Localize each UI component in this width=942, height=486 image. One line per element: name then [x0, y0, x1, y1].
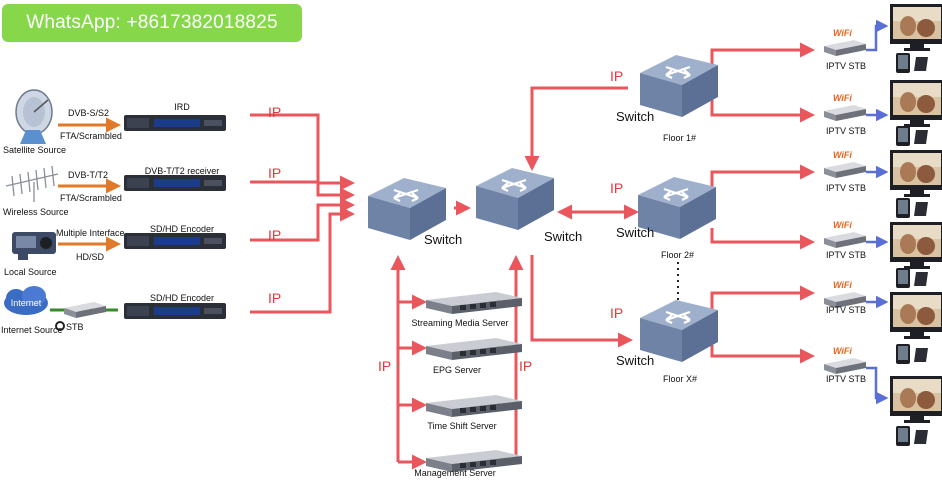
stb-label: IPTV STB — [826, 126, 867, 136]
wifi-icon: WiFi — [833, 280, 852, 290]
floor-label: Floor X# — [663, 374, 698, 384]
internet-cloud-icon — [4, 286, 48, 315]
source-top-label: DVB-S/S2 — [68, 108, 110, 118]
core-switch-right — [474, 166, 556, 232]
tablet-phone-icon — [896, 426, 928, 446]
source-bottom-label: HD/SD — [76, 252, 105, 262]
iptv-stb-icon — [824, 162, 866, 178]
source-bottom-label: FTA/Scrambled — [60, 131, 122, 141]
floor-1-switch — [638, 53, 720, 119]
source-bottom-label: STB — [66, 322, 84, 332]
tablet-phone-icon — [896, 53, 928, 73]
switch-label: Switch — [544, 229, 583, 244]
server-label: Time Shift Server — [427, 421, 497, 431]
tablet-phone-icon — [896, 268, 928, 288]
wifi-icon: WiFi — [833, 150, 852, 160]
streaming-server-icon — [426, 292, 522, 314]
tv-icon — [890, 150, 942, 197]
device-label: IRD — [174, 102, 190, 112]
internet-stb-icon — [64, 302, 106, 318]
dvbt-receiver-device — [124, 175, 226, 191]
stb-label: IPTV STB — [826, 250, 867, 260]
epg-server-icon — [426, 338, 522, 360]
source-top-label: Multiple Interface — [56, 228, 125, 238]
source-name: Internet Source — [1, 325, 63, 335]
source-top-label: DVB-T/T2 — [68, 170, 109, 180]
stb-label: IPTV STB — [826, 374, 867, 384]
floor-label: Floor 1# — [663, 133, 697, 143]
switch-label: Switch — [616, 225, 655, 240]
ip-label: IP — [610, 180, 624, 196]
whatsapp-badge: WhatsApp: +8617382018825 — [2, 4, 302, 42]
ip-label: IP — [268, 290, 282, 306]
tablet-phone-icon — [896, 126, 928, 146]
floor-label: Floor 2# — [661, 250, 695, 260]
tv-icon — [890, 222, 942, 269]
server-label: Streaming Media Server — [411, 318, 509, 328]
device-label: SD/HD Encoder — [149, 224, 215, 234]
switch-label: Switch — [616, 353, 655, 368]
device-label: DVB-T/T2 receiver — [144, 166, 220, 176]
ip-label: IP — [268, 227, 282, 243]
stb-label: IPTV STB — [826, 61, 867, 71]
encoder-device-2 — [124, 303, 226, 319]
cloud-text: Internet — [11, 298, 42, 308]
wifi-icon: WiFi — [833, 93, 852, 103]
server-label: EPG Server — [432, 365, 482, 375]
tablet-phone-icon — [896, 344, 928, 364]
ip-label: IP — [519, 358, 533, 374]
switch-label: Switch — [424, 232, 463, 247]
server-label: Management Server — [414, 468, 496, 478]
switch-label: Switch — [616, 109, 655, 124]
ip-label: IP — [378, 358, 392, 374]
tablet-phone-icon — [896, 198, 928, 218]
satellite-dish-icon — [15, 89, 53, 144]
encoder-device-1 — [124, 233, 226, 249]
ip-label: IP — [268, 165, 282, 181]
source-name: Wireless Source — [3, 207, 69, 217]
tv-icon — [890, 376, 942, 423]
wifi-icon: WiFi — [833, 346, 852, 356]
ip-label: IP — [610, 68, 624, 84]
iptv-stb-icon — [824, 105, 866, 121]
iptv-stb-icon — [824, 232, 866, 248]
stb-label: IPTV STB — [826, 183, 867, 193]
stb-label: IPTV STB — [826, 305, 867, 315]
ip-label: IP — [610, 305, 624, 321]
tv-icon — [890, 4, 942, 51]
camera-icon — [12, 232, 56, 260]
core-switch-left — [366, 176, 448, 242]
wifi-icon: WiFi — [833, 28, 852, 38]
antenna-icon — [5, 165, 59, 202]
ip-label: IP — [268, 104, 282, 120]
device-label: SD/HD Encoder — [149, 293, 215, 303]
source-name: Satellite Source — [3, 145, 67, 155]
wifi-icon: WiFi — [833, 220, 852, 230]
iptv-stb-icon — [824, 40, 866, 56]
source-name: Local Source — [4, 267, 57, 277]
timeshift-server-icon — [426, 395, 522, 417]
iptv-stb-icon — [824, 358, 866, 374]
tv-icon — [890, 292, 942, 339]
tv-icon — [890, 80, 942, 127]
ird-device — [124, 115, 226, 131]
source-bottom-label: FTA/Scrambled — [60, 193, 122, 203]
